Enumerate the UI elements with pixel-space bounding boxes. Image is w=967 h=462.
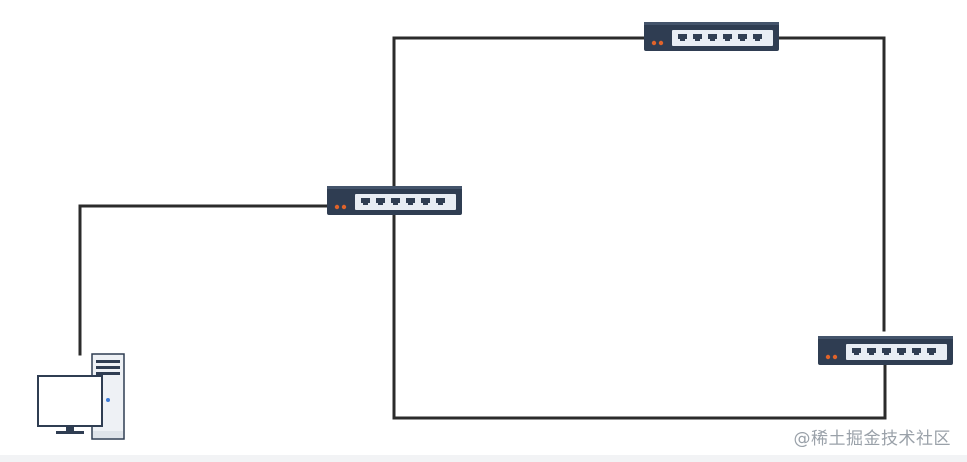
network-switch-icon xyxy=(327,186,462,215)
bottom-band xyxy=(0,455,967,462)
link-switch-top-to-switch-right xyxy=(774,36,886,332)
link-switch-center-to-switch-right xyxy=(392,214,887,420)
desktop-computer-icon xyxy=(37,353,125,440)
network-switch-icon xyxy=(644,22,779,51)
network-switch-icon xyxy=(818,336,953,365)
watermark: @稀土掘金技术社区 xyxy=(793,429,951,449)
link-pc-to-switch-center xyxy=(78,204,332,356)
link-switch-center-to-switch-top xyxy=(392,36,648,190)
